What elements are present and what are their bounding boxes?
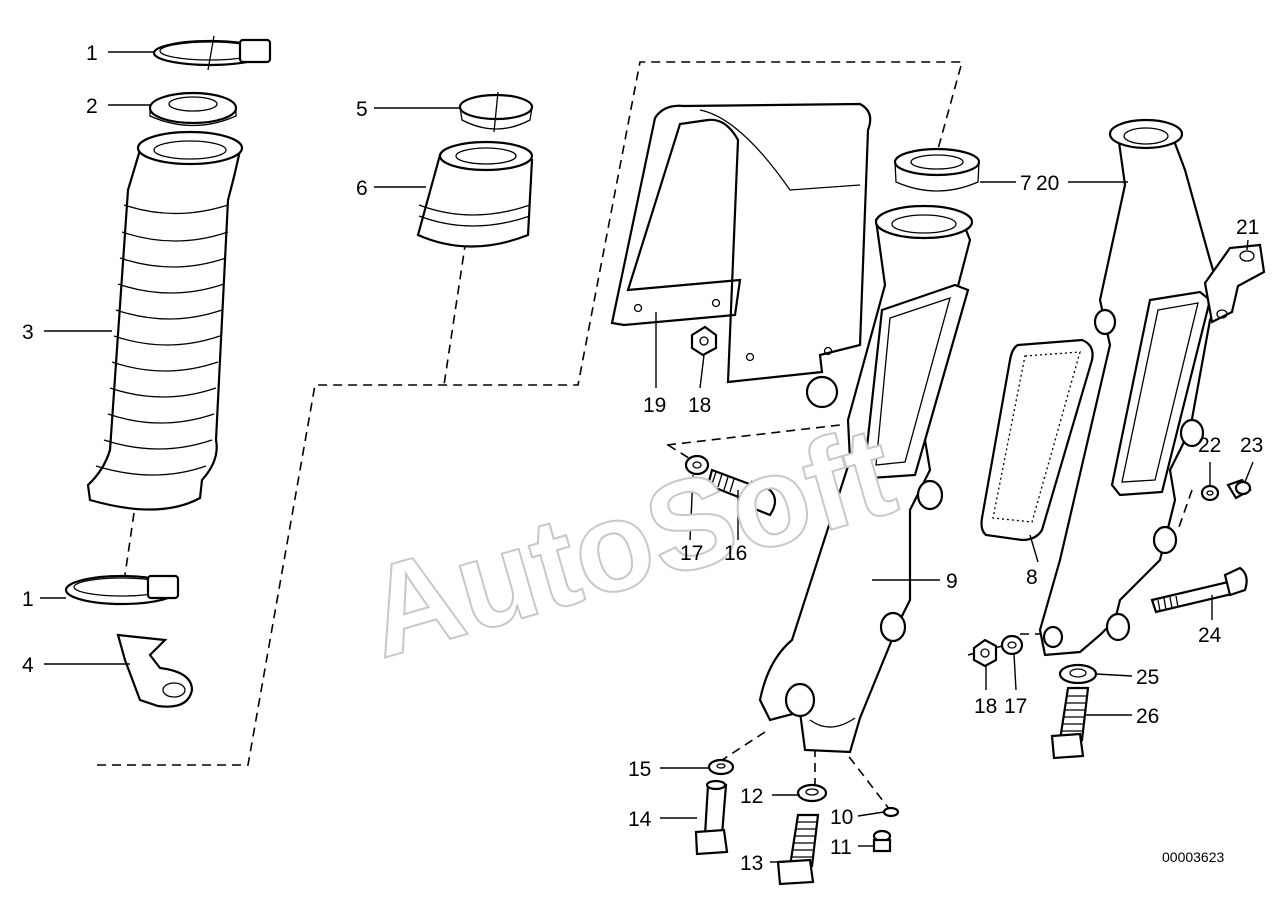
callout-2: 2	[86, 95, 98, 118]
bolt-23	[1226, 478, 1252, 500]
callout-4: 4	[22, 654, 34, 677]
callout-5: 5	[356, 98, 368, 121]
fork-seal-ring	[893, 147, 981, 192]
callout-15: 15	[628, 758, 651, 781]
screw-11	[872, 829, 892, 853]
callout-24: 24	[1198, 624, 1222, 647]
callout-14: 14	[628, 808, 652, 831]
callout-13: 13	[740, 852, 763, 875]
callout-17-right: 17	[1004, 695, 1027, 718]
hose-clamp-top	[152, 35, 272, 71]
mounting-bracket	[1203, 243, 1266, 324]
callout-1-top: 1	[86, 42, 98, 65]
callout-8: 8	[1026, 566, 1038, 589]
ring	[148, 91, 238, 127]
bolt-13	[776, 813, 820, 886]
washer-10	[882, 806, 900, 818]
rubber-boot	[86, 130, 244, 511]
callout-6: 6	[356, 177, 368, 200]
bolt-14	[694, 779, 729, 856]
boot-bracket	[116, 633, 194, 708]
callout-labels: 1 2 3 1 4 5 6 19 18 17 16 7 9 15 14 12 1…	[22, 42, 1263, 875]
hose-clamp-bottom	[64, 574, 180, 606]
washer-12	[796, 783, 828, 803]
callout-11: 11	[830, 836, 852, 859]
washer-left	[684, 454, 710, 476]
fork-seal-cover	[416, 140, 534, 248]
callout-16: 16	[724, 542, 747, 565]
nut-small	[690, 325, 718, 357]
washer-25	[1058, 663, 1098, 685]
fork-slider-right	[1038, 118, 1224, 657]
callout-12: 12	[740, 785, 763, 808]
callout-10: 10	[830, 806, 853, 829]
callout-21: 21	[1236, 216, 1259, 239]
callout-26: 26	[1136, 705, 1159, 728]
callout-18-left: 18	[688, 394, 711, 417]
leader-lines	[40, 51, 1254, 863]
bolt-24	[1150, 566, 1248, 614]
bolt-16	[706, 468, 777, 517]
callout-19: 19	[643, 394, 666, 417]
callout-3: 3	[22, 321, 34, 344]
reflector	[980, 338, 1094, 542]
bolt-26	[1050, 686, 1090, 760]
washer-15	[707, 758, 735, 776]
assembly-dashed-lines	[97, 61, 1193, 811]
fork-slider-left	[758, 204, 974, 754]
callout-25: 25	[1136, 666, 1159, 689]
callout-1-bottom: 1	[22, 588, 34, 611]
washer-right	[1000, 634, 1024, 656]
callout-20: 20	[1036, 172, 1059, 195]
callout-23: 23	[1240, 434, 1263, 457]
callout-9: 9	[946, 570, 958, 593]
callout-7: 7	[1020, 172, 1032, 195]
dust-ring	[458, 91, 534, 133]
callout-22: 22	[1198, 434, 1221, 457]
callout-18-right: 18	[974, 695, 997, 718]
document-number: 00003623	[1162, 849, 1225, 865]
nut-right	[972, 638, 998, 668]
washer-22	[1200, 484, 1220, 502]
fender-bracket	[610, 102, 872, 384]
callout-17-left: 17	[680, 542, 703, 565]
